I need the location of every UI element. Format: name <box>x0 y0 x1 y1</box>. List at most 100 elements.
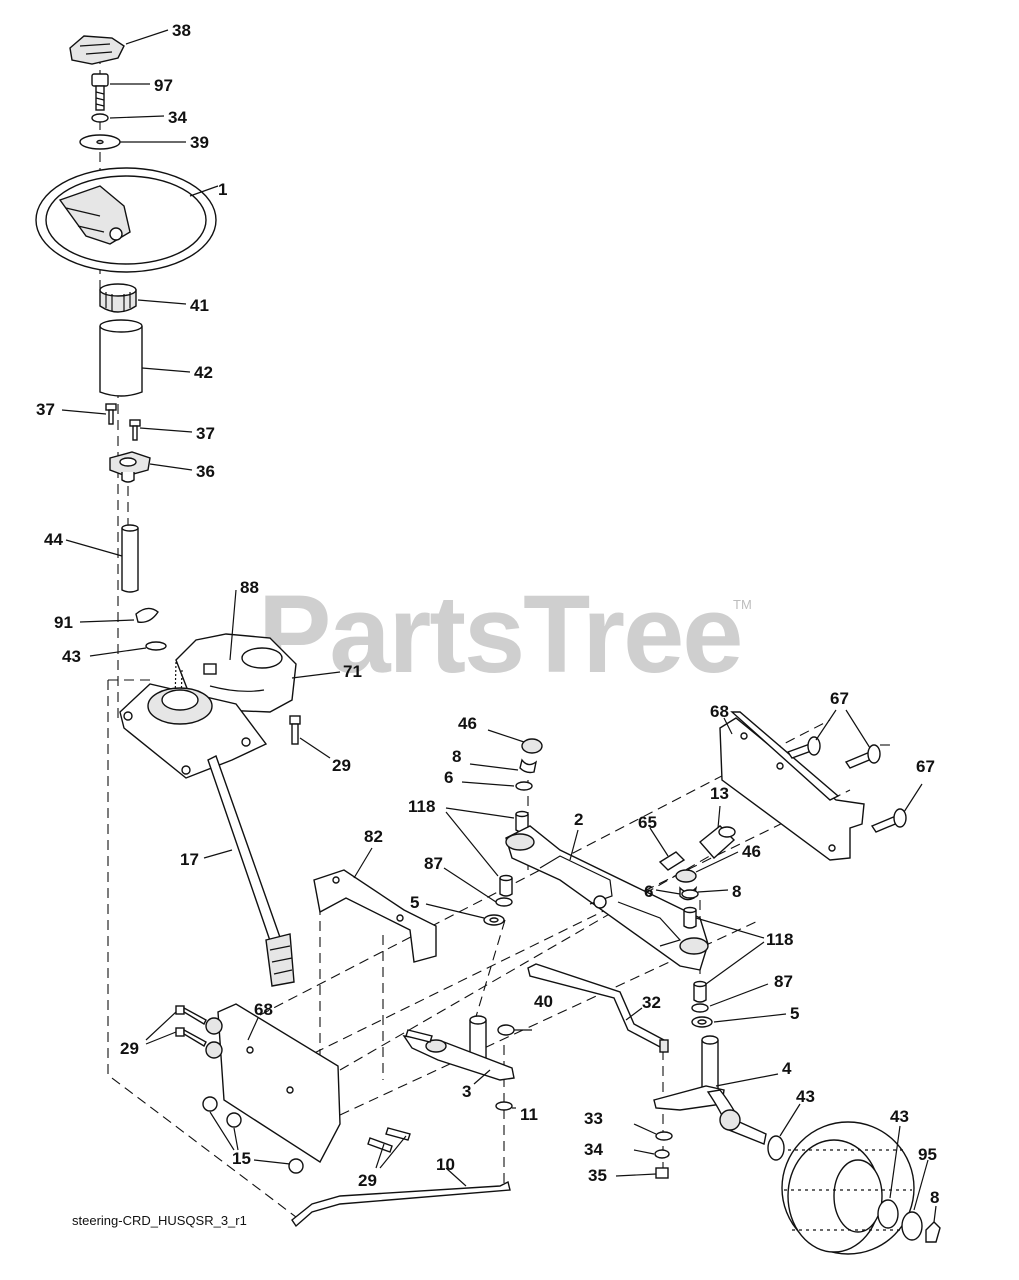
part-67-bolts <box>786 736 907 833</box>
leader-2 <box>569 829 579 861</box>
part-2-front-axle <box>505 825 709 971</box>
part-37-screw-left <box>105 403 117 425</box>
callout-5-left: 5 <box>410 893 420 912</box>
part-43-washer-outer <box>877 1199 899 1229</box>
callout-65: 65 <box>638 813 657 832</box>
callout-11: 11 <box>520 1105 538 1124</box>
callout-5-right: 5 <box>790 1004 800 1023</box>
callout-34-lower: 34 <box>584 1140 603 1159</box>
leader-43-mid <box>779 1103 801 1137</box>
leader-37-right <box>139 427 193 433</box>
callout-32: 32 <box>642 993 661 1012</box>
part-steering-support-plate <box>119 683 268 779</box>
leader-8-left <box>469 763 519 771</box>
part-34-lock-washer-lower <box>654 1149 670 1159</box>
leader-43-top <box>89 647 147 657</box>
callout-34: 34 <box>168 108 187 127</box>
part-35-nut <box>655 1167 669 1179</box>
part-11-washer <box>495 1101 513 1111</box>
leader-95 <box>913 1159 929 1211</box>
part-13-sleeve <box>698 825 736 859</box>
leader-37-left <box>61 409 107 415</box>
leader-46-left <box>487 729 525 743</box>
callout-29-upper: 29 <box>332 756 351 775</box>
part-65-pin <box>658 851 686 871</box>
callout-15: 15 <box>232 1149 251 1168</box>
part-32-tie-rod <box>527 963 669 1053</box>
part-41-adapter <box>99 283 137 313</box>
leader-17 <box>203 849 233 859</box>
callout-118-left: 118 <box>408 797 436 816</box>
callout-6-right: 6 <box>644 882 654 901</box>
part-5-washer-left <box>483 914 505 926</box>
part-43-washer-mid <box>767 1135 785 1161</box>
leader-91 <box>79 619 135 623</box>
part-10-drag-link <box>291 1180 511 1228</box>
leader-32 <box>625 1007 643 1021</box>
callout-82: 82 <box>364 827 383 846</box>
leader-42 <box>141 367 191 373</box>
callout-2: 2 <box>574 810 584 829</box>
leader-34-lower <box>633 1149 655 1155</box>
callout-6-left: 6 <box>444 768 454 787</box>
leader-46-right <box>695 851 739 873</box>
leader-87-left <box>443 867 497 903</box>
part-6-washer-right <box>681 889 699 899</box>
callout-95: 95 <box>918 1145 937 1164</box>
part-39-washer <box>79 134 121 150</box>
leader-6-right <box>655 889 681 895</box>
callout-35: 35 <box>588 1166 607 1185</box>
part-118-bushing-left <box>499 810 529 897</box>
leader-5-right <box>713 1013 787 1023</box>
leader-8-right <box>697 889 729 893</box>
part-15-nuts <box>202 1096 304 1174</box>
leader-3 <box>473 1069 491 1085</box>
callout-68-left: 68 <box>254 1000 273 1019</box>
part-6-washer-left <box>515 781 533 791</box>
leader-4 <box>715 1073 779 1087</box>
callout-3: 3 <box>462 1082 472 1101</box>
part-8-clip-wheel <box>925 1221 941 1243</box>
callout-46-left: 46 <box>458 714 477 733</box>
callout-43-mid: 43 <box>796 1087 815 1106</box>
leader-8-wheel <box>933 1205 937 1223</box>
leader-82 <box>353 847 373 879</box>
callout-13: 13 <box>710 784 729 803</box>
part-29-bolt-upper <box>289 715 301 745</box>
part-38-steering-cap <box>69 35 125 65</box>
callout-87-right: 87 <box>774 972 793 991</box>
callout-43-top: 43 <box>62 647 81 666</box>
leader-35 <box>615 1173 657 1177</box>
part-87-washer-right <box>691 1003 709 1013</box>
part-68-plate-right <box>719 711 865 861</box>
callout-1: 1 <box>218 180 228 199</box>
leader-87-right <box>709 983 769 1007</box>
part-97-bolt <box>91 73 109 111</box>
part-36-flange-bearing <box>109 451 151 483</box>
callout-29-left: 29 <box>120 1039 139 1058</box>
callout-87-left: 87 <box>424 854 443 873</box>
callout-43-right: 43 <box>890 1107 909 1126</box>
callout-17: 17 <box>180 850 199 869</box>
part-44-shaft <box>121 524 139 593</box>
callout-36: 36 <box>196 462 215 481</box>
leader-71 <box>291 671 341 679</box>
leader-29-lower <box>375 1135 407 1169</box>
diagram-caption: steering-CRD_HUSQSR_3_r1 <box>72 1213 247 1228</box>
part-29-bolts-left <box>175 1005 207 1047</box>
part-87-washer-left <box>495 897 513 907</box>
part-4-spindle-right <box>653 1035 767 1145</box>
leader-10 <box>445 1167 467 1187</box>
leader-34-top <box>109 115 165 119</box>
leader-29-left <box>145 1011 177 1045</box>
part-43-washer-top <box>145 641 167 651</box>
part-29-bolts-lower <box>367 1127 411 1153</box>
part-33-washer <box>655 1131 673 1141</box>
part-1-steering-wheel <box>35 167 217 273</box>
part-5-washer-right <box>691 1016 713 1028</box>
callout-37-right: 37 <box>196 424 215 443</box>
part-46-cap-right <box>675 869 697 883</box>
leader-33 <box>633 1123 657 1135</box>
part-37-screw-right <box>129 419 141 441</box>
